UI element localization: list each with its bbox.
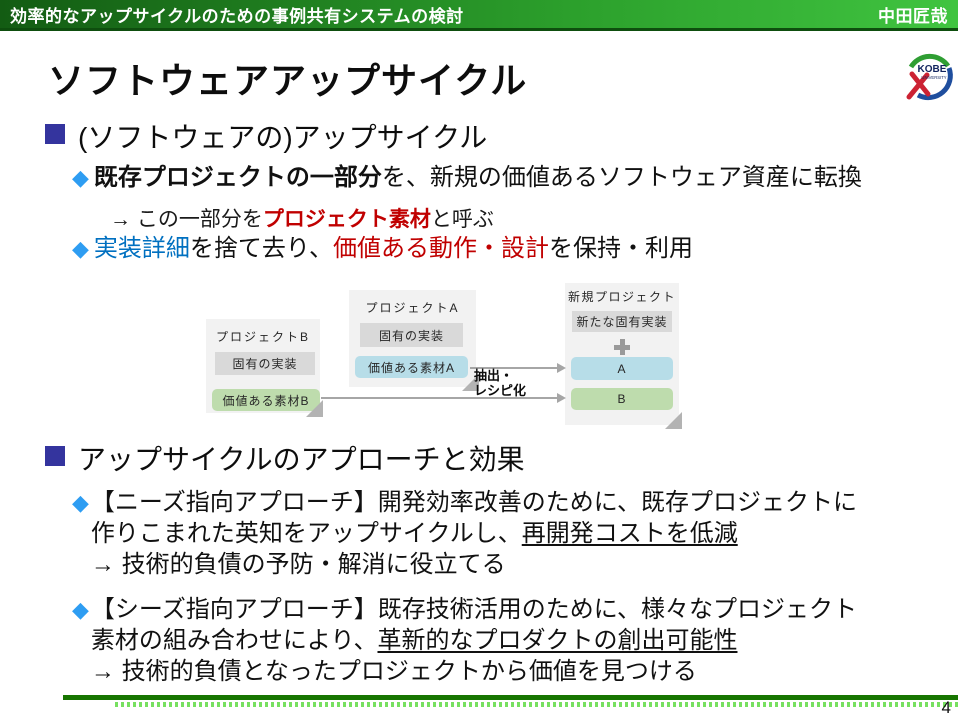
project-a-material-box: 価値ある素材A: [355, 356, 468, 378]
section2-item2: ◆ 【シーズ指向アプローチ】既存技術活用のために、様々なプロジェクト素材の組み合…: [72, 594, 942, 687]
diamond-bullet-icon: ◆: [72, 165, 89, 190]
diagram-panel-project-a: プロジェクトA 固有の実装 価値ある素材A: [349, 290, 479, 391]
section1-item2-post: を保持・利用: [548, 235, 693, 262]
footer-dotted-line: [115, 702, 958, 707]
section1-item1-rest: を、新規の価値あるソフトウェア資産に転換: [381, 164, 862, 191]
page-fold-icon: [665, 412, 682, 429]
project-b-impl-box: 固有の実装: [215, 352, 315, 375]
section2-item2-line1: 【シーズ指向アプローチ】既存技術活用のために、様々なプロジェクト: [90, 596, 857, 623]
new-project-impl-box: 新たな固有実装: [572, 311, 672, 332]
section1-heading-label: (ソフトウェアの)アップサイクル: [78, 122, 488, 153]
diagram-panel-new-project: 新規プロジェクト 新たな固有実装 A B: [565, 283, 682, 429]
arrow-label-line1: 抽出・: [474, 368, 514, 383]
arrow-a-line: [470, 367, 558, 369]
arrow-b-line: [321, 397, 558, 399]
section1-item2: ◆ 実装詳細を捨て去り、価値ある動作・設計を保持・利用: [72, 233, 693, 264]
kobe-university-logo-icon: KOBE UNIVERSITY: [903, 50, 955, 102]
footer-line: [63, 695, 958, 700]
new-project-material-a-box: A: [571, 357, 673, 380]
section1-item1-bold: 既存プロジェクトの一部分: [93, 164, 382, 191]
header-author: 中田匠哉: [878, 6, 948, 26]
section2-item2-text: 【シーズ指向アプローチ】既存技術活用のために、様々なプロジェクト素材の組み合わせ…: [91, 594, 857, 687]
new-project-material-b-box: B: [571, 388, 673, 410]
page-fold-icon: [306, 400, 323, 417]
page-title: ソフトウェアアップサイクル: [48, 60, 528, 101]
plus-icon: [614, 339, 630, 355]
section1-item2-blue: 実装詳細: [93, 235, 190, 262]
section1-item2-red: 価値ある動作・設計: [332, 235, 549, 262]
section1-note-pre: → この一部分を: [110, 208, 263, 231]
logo-text-university: UNIVERSITY: [921, 75, 946, 80]
section2-item1-line3: → 技術的負債の予防・解消に役立てる: [90, 551, 506, 578]
new-project-title: 新規プロジェクト: [567, 290, 676, 304]
diamond-bullet-icon: ◆: [72, 490, 89, 515]
arrow-b-head-icon: [557, 393, 566, 403]
arrow-label-line2: レシピ化: [474, 383, 527, 398]
section1-note-highlight: プロジェクト素材: [262, 208, 431, 231]
section1-note: → この一部分をプロジェクト素材と呼ぶ: [110, 203, 494, 233]
diamond-bullet-icon: ◆: [72, 236, 89, 261]
section2-item2-line2-pre: 素材の組み合わせにより、: [90, 627, 378, 654]
page-fold-icon: [462, 374, 479, 391]
project-b-title: プロジェクトB: [215, 330, 310, 344]
section1-item2-mid: を捨て去り、: [189, 235, 333, 262]
square-bullet-icon: [45, 446, 65, 466]
section2-item1: ◆ 【ニーズ指向アプローチ】開発効率改善のために、既存プロジェクトに作りこまれた…: [72, 487, 942, 580]
section1-heading: (ソフトウェアの)アップサイクル: [45, 116, 487, 156]
section1-item2-text: 実装詳細を捨て去り、価値ある動作・設計を保持・利用: [94, 233, 693, 264]
section1-item1-text: 既存プロジェクトの一部分を、新規の価値あるソフトウェア資産に転換: [94, 162, 862, 193]
header-title: 効率的なアップサイクルのための事例共有システムの検討: [10, 6, 464, 26]
section1-item1: ◆ 既存プロジェクトの一部分を、新規の価値あるソフトウェア資産に転換: [72, 162, 862, 193]
section2-heading-label: アップサイクルのアプローチと効果: [78, 444, 525, 475]
section2-item1-line2-pre: 作りこまれた英知をアップサイクルし、: [90, 520, 522, 547]
section2-item1-underline: 再開発コストを低減: [521, 520, 738, 547]
section2-item2-underline: 革新的なプロダクトの創出可能性: [377, 627, 738, 654]
arrow-a-head-icon: [557, 363, 566, 373]
section2-item2-line3: → 技術的負債となったプロジェクトから価値を見つける: [90, 658, 697, 685]
section2-item1-line1: 【ニーズ指向アプローチ】開発効率改善のために、既存プロジェクトに: [90, 489, 857, 516]
diamond-bullet-icon: ◆: [72, 597, 89, 622]
page-number: 4: [941, 698, 951, 717]
square-bullet-icon: [45, 124, 65, 144]
project-b-material-box: 価値ある素材B: [212, 389, 320, 411]
project-a-impl-box: 固有の実装: [360, 323, 463, 347]
project-a-title: プロジェクトA: [365, 301, 460, 315]
logo-text-kobe: KOBE: [918, 64, 947, 75]
arrow-label: 抽出・ レシピ化: [474, 368, 526, 398]
section1-note-post: と呼ぶ: [430, 208, 494, 231]
diagram-panel-project-b: プロジェクトB 固有の実装 価値ある素材B: [206, 319, 323, 417]
section2-item1-text: 【ニーズ指向アプローチ】開発効率改善のために、既存プロジェクトに作りこまれた英知…: [91, 487, 857, 580]
section2-heading: アップサイクルのアプローチと効果: [45, 438, 525, 478]
header-bar: 効率的なアップサイクルのための事例共有システムの検討 中田匠哉: [0, 0, 958, 31]
